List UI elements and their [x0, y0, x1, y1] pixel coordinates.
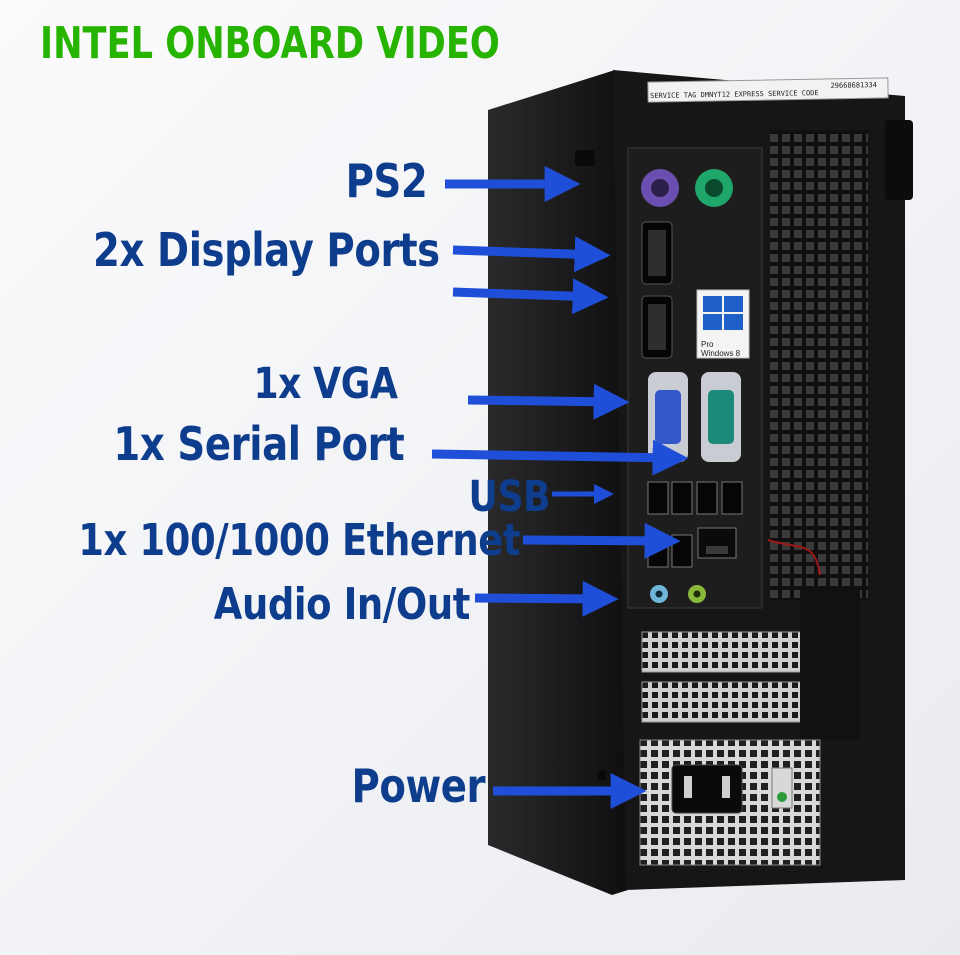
display-port-arrow-2: [452, 278, 609, 315]
label-display-ports: 2x Display Ports: [93, 223, 440, 277]
chassis-handle: [885, 120, 913, 200]
windows-pro-text: Pro Windows 8: [701, 340, 740, 358]
psu-test-button: [771, 767, 793, 809]
windows-pro-sticker: [696, 289, 750, 359]
page-title: INTEL ONBOARD VIDEO: [40, 18, 500, 69]
vga-arrow: [467, 383, 630, 420]
expansion-slot-1: [641, 631, 813, 673]
chassis-foot: [598, 770, 606, 780]
audio-arrow: [474, 580, 619, 617]
label-ps2: PS2: [345, 154, 427, 208]
windows-pro-line1: Pro: [701, 340, 714, 349]
label-power: Power: [351, 759, 485, 813]
label-audio: Audio In/Out: [213, 579, 471, 630]
chassis-latch: [575, 150, 595, 166]
label-vga: 1x VGA: [252, 359, 397, 409]
ethernet-arrow: [522, 522, 681, 559]
display-port-arrow-1: [452, 236, 611, 273]
power-inlet: [671, 764, 743, 814]
label-ethernet: 1x 100/1000 Ethernet: [78, 515, 520, 566]
serial-arrow: [431, 439, 689, 476]
chassis-side-panel: [488, 70, 628, 895]
rear-vent-grille: [770, 130, 868, 600]
windows-pro-line2: Windows 8: [701, 349, 741, 358]
internal-cable: [767, 539, 821, 576]
usb-ports: [647, 481, 743, 568]
expansion-slot-2: [641, 681, 813, 723]
service-tag-label: [647, 77, 889, 103]
label-usb: USB: [468, 472, 550, 522]
slot-latch: [800, 590, 860, 740]
label-serial-port: 1x Serial Port: [113, 417, 404, 471]
